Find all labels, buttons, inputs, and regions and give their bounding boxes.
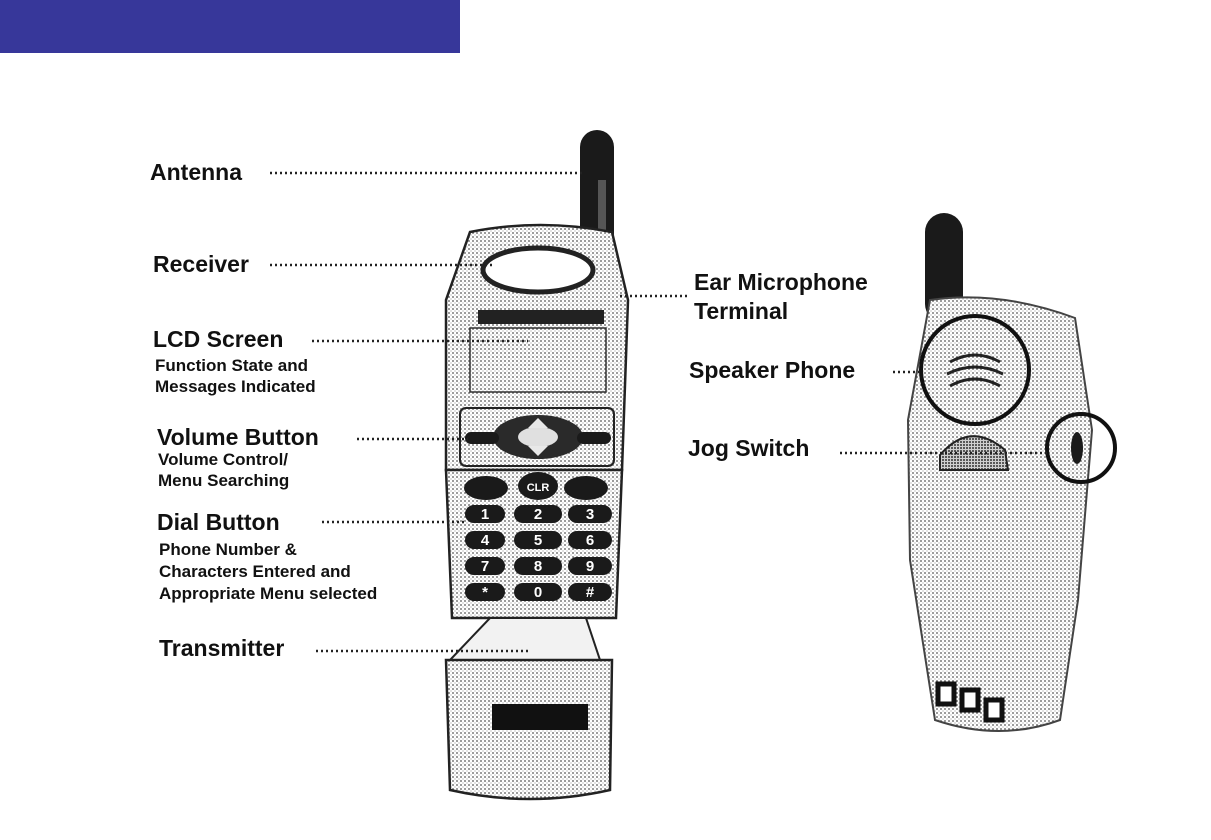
key-4[interactable]: 4 xyxy=(465,531,505,549)
jog-switch-label: Jog Switch xyxy=(688,435,809,462)
key-3[interactable]: 3 xyxy=(568,505,612,523)
receiver-label: Receiver xyxy=(153,251,249,278)
ear-microphone-label-line-2: Terminal xyxy=(694,298,788,325)
volume-desc-line-1: Volume Control/ xyxy=(158,449,288,470)
key-1[interactable]: 1 xyxy=(465,505,505,523)
receiver-grille xyxy=(483,248,593,292)
flip-window xyxy=(492,704,588,730)
end-key xyxy=(564,476,608,500)
back-square-3 xyxy=(986,700,1002,720)
volume-button-label: Volume Button xyxy=(157,424,319,451)
status-icons xyxy=(478,310,604,324)
key-hash-label: # xyxy=(586,584,595,601)
key-6[interactable]: 6 xyxy=(568,531,612,549)
key-9-label: 9 xyxy=(586,558,594,575)
key-2[interactable]: 2 xyxy=(514,505,562,523)
back-phone xyxy=(908,213,1115,731)
key-8[interactable]: 8 xyxy=(514,557,562,575)
key-1-label: 1 xyxy=(481,506,489,523)
dial-desc-line-3: Appropriate Menu selected xyxy=(159,583,377,604)
clr-key[interactable]: CLR xyxy=(518,472,558,500)
ear-microphone-label-line-1: Ear Microphone xyxy=(694,269,868,296)
send-key xyxy=(464,476,508,500)
lcd-desc-line-2: Messages Indicated xyxy=(155,376,316,397)
key-8-label: 8 xyxy=(534,558,542,575)
key-7[interactable]: 7 xyxy=(465,557,505,575)
key-6-label: 6 xyxy=(586,532,594,549)
key-4-label: 4 xyxy=(481,532,490,549)
dial-desc-line-2: Characters Entered and xyxy=(159,561,351,582)
volume-desc-line-2: Menu Searching xyxy=(158,470,289,491)
speaker-phone-label: Speaker Phone xyxy=(689,357,855,384)
lcd-desc-line-1: Function State and xyxy=(155,355,308,376)
clr-key-label: CLR xyxy=(527,482,550,494)
nav-right-button xyxy=(577,432,611,444)
lcd-window xyxy=(470,328,606,392)
nav-left-button xyxy=(465,432,499,444)
back-square-2 xyxy=(962,690,978,710)
key-5[interactable]: 5 xyxy=(514,531,562,549)
flip-cover xyxy=(450,618,600,660)
key-2-label: 2 xyxy=(534,506,542,523)
key-0-label: 0 xyxy=(534,584,542,601)
key-7-label: 7 xyxy=(481,558,489,575)
dial-button-label: Dial Button xyxy=(157,509,280,536)
jog-switch xyxy=(1071,432,1083,464)
dial-desc-line-1: Phone Number & xyxy=(159,539,297,560)
lcd-screen-label: LCD Screen xyxy=(153,326,283,353)
key-star-label: * xyxy=(482,584,488,601)
key-0[interactable]: 0 xyxy=(514,583,562,601)
transmitter-label: Transmitter xyxy=(159,635,284,662)
back-square-1 xyxy=(938,684,954,704)
antenna-label: Antenna xyxy=(150,159,242,186)
key-3-label: 3 xyxy=(586,506,594,523)
speaker-phone-circle xyxy=(921,316,1029,424)
key-5-label: 5 xyxy=(534,532,542,549)
key-star[interactable]: * xyxy=(465,583,505,601)
key-9[interactable]: 9 xyxy=(568,557,612,575)
front-phone xyxy=(446,130,628,799)
key-hash[interactable]: # xyxy=(568,583,612,601)
